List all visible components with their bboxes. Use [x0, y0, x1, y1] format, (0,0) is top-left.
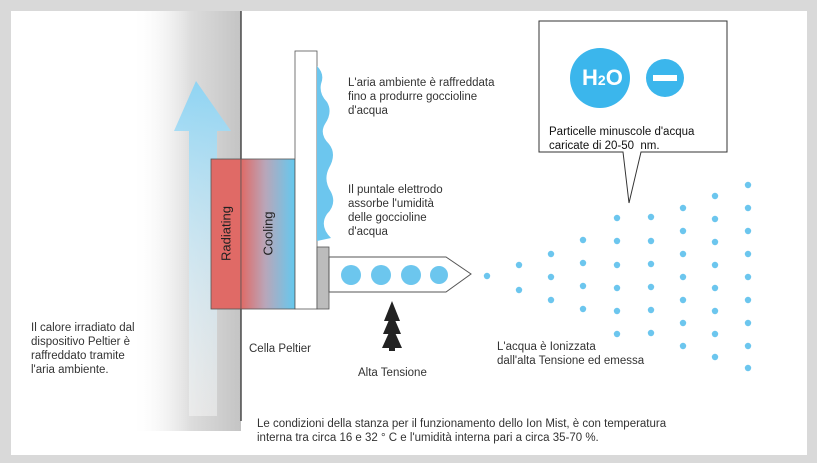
water-droplet [430, 266, 448, 284]
electrode-text: Il puntale elettrodo assorbe l'umidità d… [348, 184, 443, 238]
mist-dot [515, 286, 523, 294]
mist-dot [711, 238, 719, 246]
water-droplet [401, 265, 421, 285]
high-voltage-label: Alta Tensione [358, 367, 427, 379]
mist-dot [679, 250, 687, 258]
h2o-subscript: 2 [597, 72, 606, 88]
mist-dot [647, 306, 655, 314]
mist-dot [711, 284, 719, 292]
voltage-arrow [382, 326, 402, 348]
h2o-h: H [582, 65, 598, 90]
mist-dot [679, 204, 687, 212]
mist-dot [579, 282, 587, 290]
mist-dot [679, 342, 687, 350]
mist-dot [647, 260, 655, 268]
mist-dot [711, 307, 719, 315]
mist-dot [711, 330, 719, 338]
mist-dot [647, 283, 655, 291]
mist-dot [613, 284, 621, 292]
mist-dot [679, 296, 687, 304]
water-droplet [371, 265, 391, 285]
particles-text: Particelle minuscole d'acqua caricate di… [549, 126, 695, 152]
mist-dot [547, 273, 555, 281]
mist-dot [547, 296, 555, 304]
room-conditions-text: Le condizioni della stanza per il funzio… [257, 418, 667, 444]
mist-dot [711, 192, 719, 200]
particle-callout-bubble [538, 20, 728, 204]
mist-dot [679, 227, 687, 235]
mist-dot [744, 181, 752, 189]
voltage-arrow-stem [389, 341, 395, 351]
diagram-graphics [131, 11, 752, 431]
condensation-droplets [317, 66, 334, 241]
mist-dot [547, 250, 555, 258]
voltage-arrow [384, 301, 400, 321]
peltier-cell-label: Cella Peltier [249, 343, 311, 355]
mist-dot [711, 261, 719, 269]
mist-dot [711, 353, 719, 361]
mist-dot [515, 261, 523, 269]
radiating-block [210, 158, 242, 310]
cooled-air-text: L'aria ambiente è raffreddata fino a pro… [348, 77, 495, 117]
mist-dot [744, 227, 752, 235]
voltage-arrow [383, 313, 401, 334]
mist-dot [483, 272, 491, 280]
mist-dot [744, 342, 752, 350]
mist-dot [744, 273, 752, 281]
electrode-holder [316, 246, 330, 310]
mist-dot [744, 204, 752, 212]
mist-dot [744, 319, 752, 327]
h2o-molecule [570, 48, 630, 108]
mist-dot [579, 305, 587, 313]
mist-dot [579, 236, 587, 244]
mist-dot [613, 330, 621, 338]
mist-dot [744, 250, 752, 258]
ionized-water-text: L'acqua è Ionizzata dall'alta Tensione e… [497, 341, 645, 367]
cooling-block [240, 158, 296, 310]
mist-dot [744, 296, 752, 304]
mist-dot [613, 214, 621, 222]
cooling-fin [294, 50, 318, 310]
radiating-label: Radiating [218, 206, 234, 261]
heat-radiated-text: Il calore irradiato dal dispositivo Pelt… [31, 322, 135, 376]
minus-icon [653, 75, 677, 81]
h2o-o: O [605, 65, 623, 90]
mist-dot [679, 319, 687, 327]
mist-dot [744, 364, 752, 372]
cooling-label: Cooling [260, 211, 276, 256]
mist-dot [613, 237, 621, 245]
mist-dot [647, 237, 655, 245]
mist-particles [483, 181, 752, 372]
mist-dot [613, 261, 621, 269]
mist-dot [711, 215, 719, 223]
mist-dot [679, 273, 687, 281]
mist-dot [647, 329, 655, 337]
mist-dot [579, 259, 587, 267]
water-droplet [341, 265, 361, 285]
h2o-text: H2O [582, 65, 623, 91]
mist-dot [613, 307, 621, 315]
diagram-canvas: Radiating Cooling H2O L'aria ambiente è … [11, 11, 807, 455]
mist-dot [647, 213, 655, 221]
